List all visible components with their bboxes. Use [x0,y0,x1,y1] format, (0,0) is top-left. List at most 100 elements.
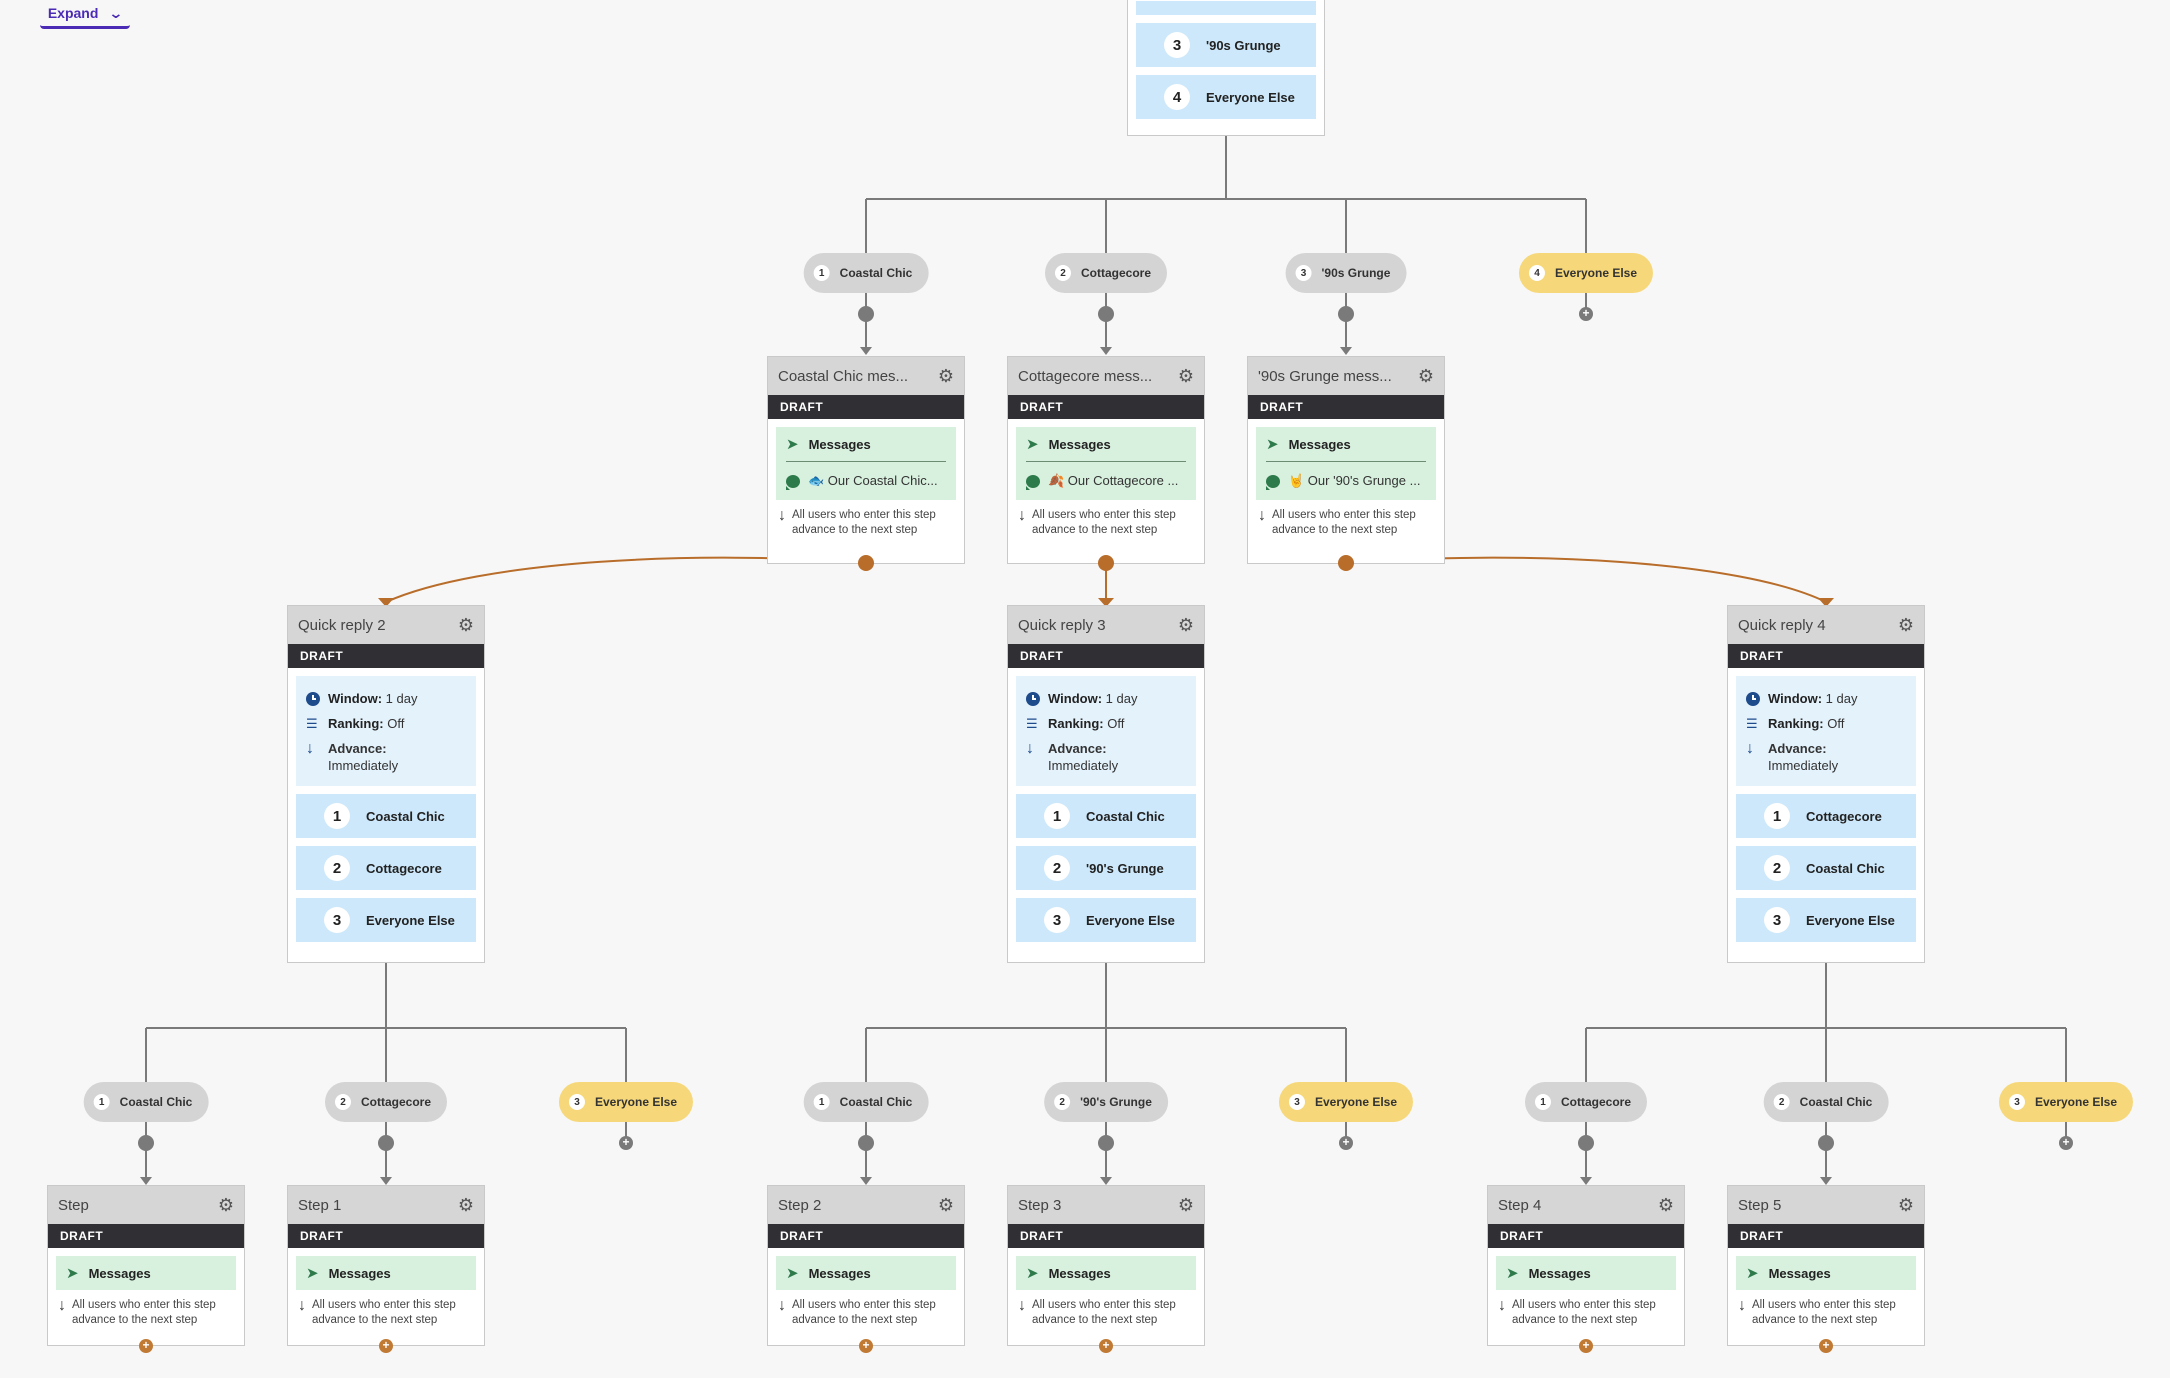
message-step-card[interactable]: Step 2⚙ DRAFT ➤Messages ↓All users who e… [767,1185,965,1346]
messages-section[interactable]: ➤Messages [1016,1256,1196,1290]
messages-section[interactable]: ➤Messages [1736,1256,1916,1290]
gear-icon[interactable]: ⚙ [937,1194,954,1215]
gear-icon[interactable]: ⚙ [1897,1194,1914,1215]
connector-dot [1818,1135,1834,1151]
messages-section[interactable]: ➤Messages [296,1256,476,1290]
message-step-card[interactable]: Cottagecore mess... ⚙ DRAFT ➤Messages 🍂 … [1007,356,1205,564]
branch-pill-90s-grunge[interactable]: 3 '90s Grunge [1285,253,1407,293]
expand-button[interactable]: Expand ⌄ [40,0,130,29]
messages-section[interactable]: ➤Messages 🐟 Our Coastal Chic... [776,427,956,500]
message-step-card[interactable]: Step 5⚙ DRAFT ➤Messages ↓All users who e… [1727,1185,1925,1346]
messages-label: Messages [1288,436,1351,452]
add-step-plus-icon[interactable]: + [1339,1136,1353,1150]
gear-icon[interactable]: ⚙ [1177,1194,1194,1215]
gear-icon[interactable]: ⚙ [1897,614,1914,635]
add-step-plus-icon[interactable]: + [619,1136,633,1150]
branch-pill-cottagecore[interactable]: 2 Cottagecore [1044,253,1168,293]
message-step-card[interactable]: Step 3⚙ DRAFT ➤Messages ↓All users who e… [1007,1185,1205,1346]
gear-icon[interactable]: ⚙ [937,365,954,386]
add-step-plus-icon[interactable]: + [1819,1339,1833,1353]
add-step-plus-icon[interactable]: + [139,1339,153,1353]
ranking-list-icon: ☰ [1746,715,1758,731]
ranking-value: Off [387,716,405,731]
add-step-plus-icon[interactable]: + [1099,1339,1113,1353]
card-header: Cottagecore mess... ⚙ [1008,357,1204,395]
branch-number: 4 [1164,84,1190,110]
quick-reply-card[interactable]: Quick reply 3 ⚙ DRAFT Window: 1 day ☰Ran… [1007,605,1205,963]
branch-pill-coastal-chic[interactable]: 1 Coastal Chic [803,253,929,293]
gear-icon[interactable]: ⚙ [1417,365,1434,386]
card-title: Quick reply 3 [1018,616,1106,634]
message-step-card[interactable]: '90s Grunge mess... ⚙ DRAFT ➤Messages 🤘 … [1247,356,1445,564]
card-title: Step 1 [298,1196,342,1214]
quick-reply-card[interactable]: Quick reply 4 ⚙ DRAFT Window: 1 day ☰Ran… [1727,605,1925,963]
ranking-list-icon: ☰ [1026,715,1038,731]
message-step-card[interactable]: Coastal Chic mes... ⚙ DRAFT ➤Messages 🐟 … [767,356,965,564]
gear-icon[interactable]: ⚙ [457,1194,474,1215]
branch-number: 3 [1764,907,1790,933]
advance-note-text: All users who enter this step advance to… [312,1299,456,1326]
add-step-plus-icon[interactable]: + [379,1339,393,1353]
quick-reply-card[interactable]: Quick reply 2 ⚙ DRAFT Window: 1 day ☰Ran… [287,605,485,963]
messages-section[interactable]: ➤Messages [776,1256,956,1290]
message-step-card[interactable]: Step 4⚙ DRAFT ➤Messages ↓All users who e… [1487,1185,1685,1346]
ranking-label: Ranking: [1768,716,1824,731]
branch-item[interactable]: 4 Everyone Else [1136,75,1316,119]
messages-section[interactable]: ➤Messages 🤘 Our '90's Grunge ... [1256,427,1436,500]
connector-dot [138,1135,154,1151]
gear-icon[interactable]: ⚙ [1177,365,1194,386]
draft-badge: DRAFT [288,644,484,668]
message-step-card[interactable]: Step⚙ DRAFT ➤Messages ↓All users who ent… [47,1185,245,1346]
gear-icon[interactable]: ⚙ [1657,1194,1674,1215]
pill-label: Coastal Chic [1799,1095,1873,1109]
connector-dot [1578,1135,1594,1151]
branch-item[interactable]: 2'90's Grunge [1016,846,1196,890]
add-step-plus-icon[interactable]: + [1579,1339,1593,1353]
connector-handle[interactable] [1338,555,1354,571]
branch-number: 2 [1044,855,1070,881]
gear-icon[interactable]: ⚙ [217,1194,234,1215]
card-header: Step 1 ⚙ [288,1186,484,1224]
connector-handle[interactable] [858,555,874,571]
messages-label: Messages [1048,436,1111,452]
arrow-down-icon: ↓ [778,1297,786,1314]
connector-handle[interactable] [1098,555,1114,571]
gear-icon[interactable]: ⚙ [457,614,474,635]
arrow-down-icon: ↓ [306,740,314,757]
add-step-plus-icon[interactable]: + [859,1339,873,1353]
messages-section[interactable]: ➤Messages [1496,1256,1676,1290]
card-header: '90s Grunge mess... ⚙ [1248,357,1444,395]
branch-item[interactable]: 3 '90s Grunge [1136,23,1316,67]
branch-item[interactable] [1136,1,1316,15]
quick-reply-settings: Window: 1 day ☰Ranking: Off ↓Advance:Imm… [296,676,476,786]
add-step-plus-icon[interactable]: + [2059,1136,2073,1150]
message-step-card[interactable]: Step 1⚙ DRAFT ➤Messages ↓All users who e… [287,1185,485,1346]
branch-number: 3 [1164,32,1190,58]
messages-section[interactable]: ➤Messages [56,1256,236,1290]
branch-pill[interactable]: 2'90's Grunge [1044,1082,1168,1122]
messages-section[interactable]: ➤Messages 🍂 Our Cottagecore ... [1016,427,1196,500]
pill-label: Coastal Chic [119,1095,193,1109]
add-step-plus-icon[interactable]: + [1579,307,1593,321]
branch-number: 1 [1764,803,1790,829]
connector-dot [1338,306,1354,322]
branch-pill-everyone-else[interactable]: 4 Everyone Else [1518,253,1654,293]
gear-icon[interactable]: ⚙ [1177,614,1194,635]
